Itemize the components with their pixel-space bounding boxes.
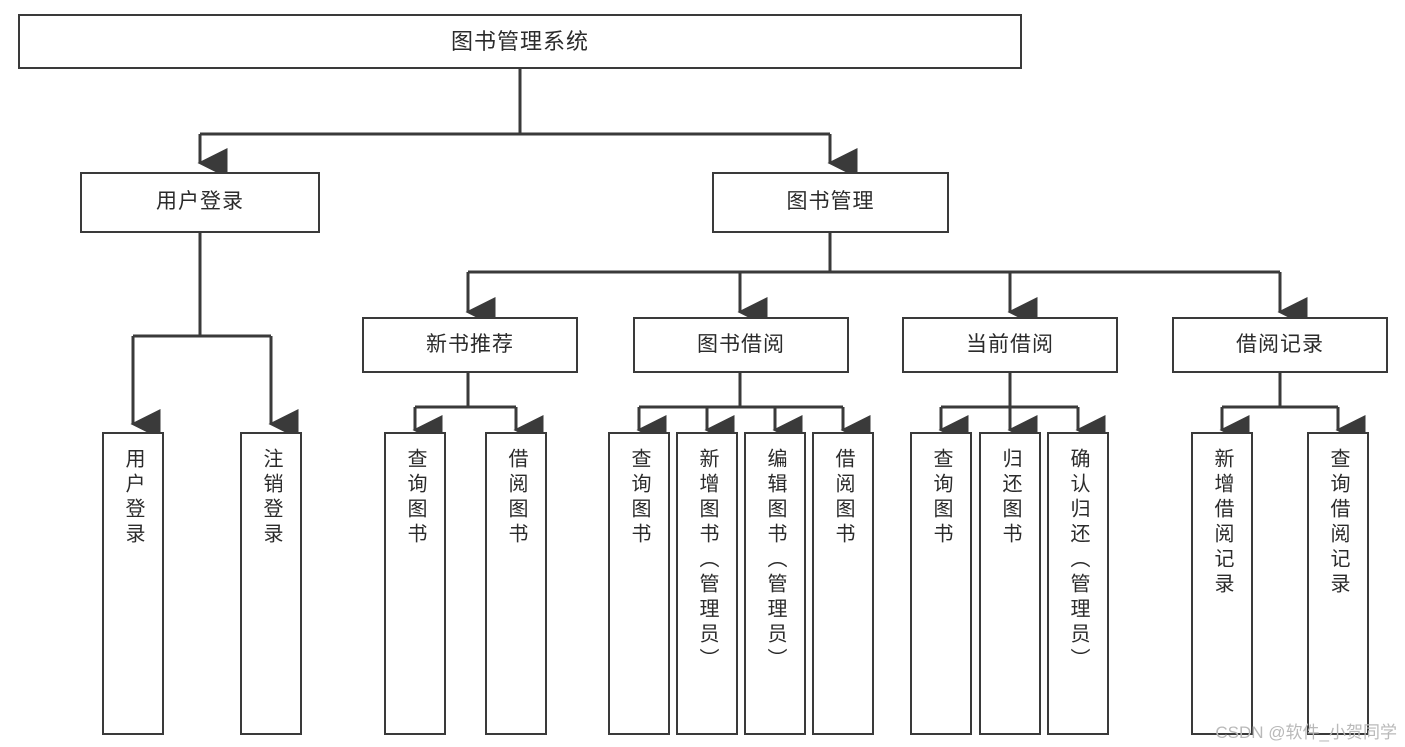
node-leaf-confirm-return-label: 确认归还（管理员） bbox=[1067, 448, 1089, 673]
node-user-login[interactable]: 用户登录 bbox=[80, 172, 320, 233]
node-root[interactable]: 图书管理系统 bbox=[18, 14, 1022, 69]
node-leaf-query-book-2[interactable]: 查询图书 bbox=[608, 432, 670, 735]
node-leaf-return-book-label: 归还图书 bbox=[999, 448, 1021, 548]
node-borrow-record-label: 借阅记录 bbox=[1236, 332, 1324, 356]
node-leaf-query-book-1-label: 查询图书 bbox=[404, 448, 426, 548]
node-leaf-logout-login-label: 注销登录 bbox=[260, 448, 282, 548]
node-leaf-add-record-label: 新增借阅记录 bbox=[1211, 448, 1233, 598]
node-leaf-query-book-1[interactable]: 查询图书 bbox=[384, 432, 446, 735]
csdn-watermark: CSDN @软件_小贺同学 bbox=[1215, 723, 1397, 742]
node-leaf-query-book-2-label: 查询图书 bbox=[628, 448, 650, 548]
node-leaf-user-login-label: 用户登录 bbox=[122, 448, 144, 548]
node-root-label: 图书管理系统 bbox=[450, 28, 589, 54]
node-new-book-recommend-label: 新书推荐 bbox=[426, 332, 514, 356]
node-book-management[interactable]: 图书管理 bbox=[712, 172, 949, 233]
node-leaf-query-book-3[interactable]: 查询图书 bbox=[910, 432, 972, 735]
node-leaf-query-book-3-label: 查询图书 bbox=[930, 448, 952, 548]
node-current-borrow-label: 当前借阅 bbox=[966, 332, 1054, 356]
node-leaf-borrow-book-2-label: 借阅图书 bbox=[832, 448, 854, 548]
node-leaf-confirm-return[interactable]: 确认归还（管理员） bbox=[1047, 432, 1109, 735]
node-book-management-label: 图书管理 bbox=[786, 190, 875, 214]
node-leaf-borrow-book-1-label: 借阅图书 bbox=[505, 448, 527, 548]
node-leaf-query-record-label: 查询借阅记录 bbox=[1327, 448, 1349, 598]
node-book-borrow[interactable]: 图书借阅 bbox=[633, 317, 849, 373]
node-leaf-add-book-label: 新增图书（管理员） bbox=[696, 448, 718, 673]
node-book-borrow-label: 图书借阅 bbox=[697, 332, 785, 356]
node-leaf-return-book[interactable]: 归还图书 bbox=[979, 432, 1041, 735]
node-leaf-add-record[interactable]: 新增借阅记录 bbox=[1191, 432, 1253, 735]
node-user-login-label: 用户登录 bbox=[156, 190, 244, 214]
node-borrow-record[interactable]: 借阅记录 bbox=[1172, 317, 1388, 373]
node-leaf-logout-login[interactable]: 注销登录 bbox=[240, 432, 302, 735]
node-leaf-edit-book[interactable]: 编辑图书（管理员） bbox=[744, 432, 806, 735]
node-leaf-add-book[interactable]: 新增图书（管理员） bbox=[676, 432, 738, 735]
node-leaf-edit-book-label: 编辑图书（管理员） bbox=[764, 448, 786, 673]
node-current-borrow[interactable]: 当前借阅 bbox=[902, 317, 1118, 373]
node-leaf-borrow-book-1[interactable]: 借阅图书 bbox=[485, 432, 547, 735]
node-leaf-query-record[interactable]: 查询借阅记录 bbox=[1307, 432, 1369, 735]
node-leaf-user-login[interactable]: 用户登录 bbox=[102, 432, 164, 735]
node-new-book-recommend[interactable]: 新书推荐 bbox=[362, 317, 578, 373]
node-leaf-borrow-book-2[interactable]: 借阅图书 bbox=[812, 432, 874, 735]
